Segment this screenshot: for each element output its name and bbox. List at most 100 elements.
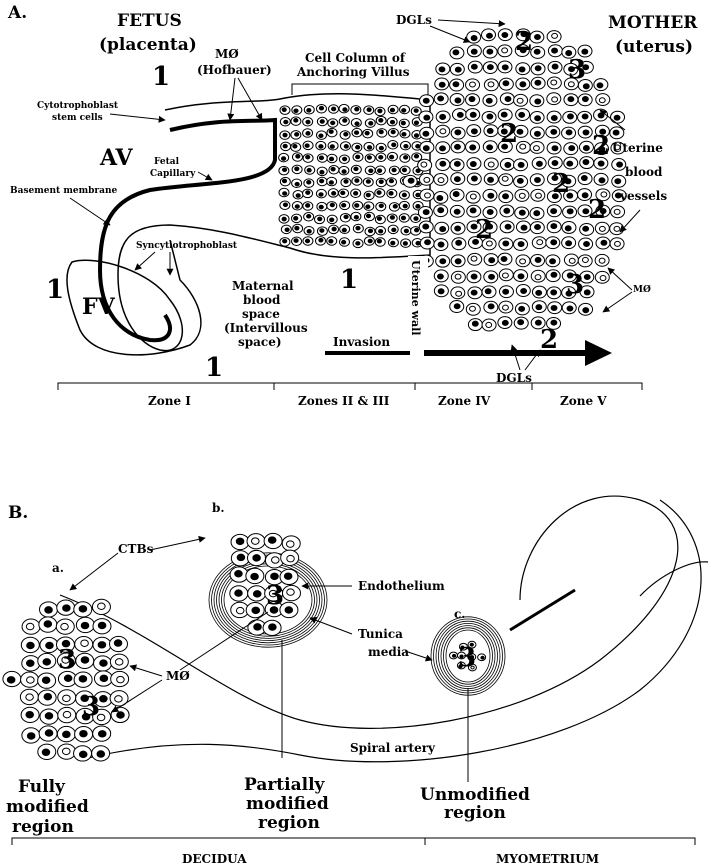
mo-small-arrow-1 — [607, 267, 633, 291]
cell-nucleus — [354, 203, 360, 208]
uterine-wall-label: Uterine wall — [409, 260, 422, 335]
cell-nucleus — [318, 144, 324, 149]
cell-nucleus — [437, 177, 445, 184]
zone-1-label: Zone I — [148, 394, 191, 408]
uterine-wall-box — [408, 256, 428, 356]
cell-nucleus — [436, 273, 444, 280]
cell-nucleus — [599, 275, 607, 282]
cell-nucleus — [550, 271, 558, 278]
ctbs-arrow-2 — [69, 552, 119, 591]
placenta-title: (placenta) — [99, 35, 197, 55]
cell-nucleus — [534, 65, 542, 72]
label-2-e: 2 — [592, 131, 610, 161]
cell-nucleus — [330, 166, 336, 172]
cell-nucleus — [470, 289, 478, 296]
endothelium-label: Endothelium — [358, 579, 445, 593]
cell-nucleus — [62, 604, 71, 612]
dgls-label-bottom: DGLs — [496, 371, 532, 385]
cell-nucleus — [43, 620, 53, 628]
cell-nucleus — [485, 240, 493, 247]
cell-nucleus — [331, 226, 337, 232]
partial-label-3: region — [258, 813, 320, 833]
cell-nucleus — [283, 572, 293, 580]
cell-nucleus — [114, 658, 124, 666]
cell-nucleus — [535, 192, 542, 199]
cell-nucleus — [282, 202, 289, 208]
cell-nucleus — [378, 203, 384, 209]
cell-nucleus — [304, 143, 310, 148]
cell-nucleus — [469, 81, 476, 88]
cell-nucleus — [549, 258, 556, 265]
cell-nucleus — [501, 272, 509, 279]
cell-column-label-2: Anchoring Villus — [296, 65, 410, 79]
basement-membrane-label: Basement membrane — [10, 186, 117, 196]
mo-b-label: MØ — [166, 669, 190, 683]
cell-nucleus — [536, 239, 544, 246]
cell-nucleus — [6, 676, 16, 684]
cell-nucleus — [420, 161, 428, 168]
cell-nucleus — [41, 676, 51, 684]
cell-nucleus — [293, 118, 299, 123]
cell-nucleus — [305, 203, 311, 208]
cell-nucleus — [459, 654, 464, 659]
cell-nucleus — [550, 223, 558, 230]
cell-nucleus — [471, 320, 479, 327]
cell-nucleus — [598, 177, 606, 184]
cell-nucleus — [61, 639, 71, 648]
cell-nucleus — [551, 63, 559, 70]
cell-nucleus — [376, 190, 382, 195]
panel-b: B. 3 3 3 3 a. b. c. CTBs Endothelium Tun… — [2, 495, 709, 866]
cell-nucleus — [550, 208, 558, 215]
cell-nucleus — [487, 161, 495, 168]
cell-nucleus — [613, 225, 621, 232]
cell-nucleus — [62, 710, 72, 719]
cell-nucleus — [518, 111, 526, 118]
cell-nucleus — [469, 642, 474, 647]
cell-nucleus — [44, 712, 54, 720]
cell-nucleus — [437, 288, 445, 295]
cell-nucleus — [366, 155, 372, 160]
cell-nucleus — [269, 606, 279, 614]
cell-nucleus — [365, 192, 371, 198]
mo-b-arrow-2 — [111, 679, 163, 713]
cell-nucleus — [534, 319, 542, 326]
cell-nucleus — [454, 273, 462, 280]
mother-title: MOTHER — [608, 13, 698, 33]
partial-label-1: Partially — [244, 775, 326, 795]
cell-nucleus — [414, 227, 420, 233]
cell-nucleus — [99, 674, 109, 683]
cell-nucleus — [519, 47, 527, 54]
cell-nucleus — [534, 33, 541, 40]
unmod-label-1: Unmodified — [420, 785, 530, 805]
cell-cluster-bb — [229, 532, 301, 636]
cell-nucleus — [454, 258, 462, 265]
cell-nucleus — [294, 204, 300, 209]
cell-nucleus — [500, 255, 508, 262]
cell-nucleus — [389, 154, 395, 160]
cell-nucleus — [234, 589, 243, 597]
label-2-c: 2 — [475, 215, 493, 245]
cell-nucleus — [470, 128, 478, 135]
cell-nucleus — [365, 179, 371, 184]
cell-nucleus — [535, 304, 543, 311]
cell-nucleus — [469, 144, 477, 151]
cell-nucleus — [470, 63, 478, 70]
cell-nucleus — [452, 81, 460, 88]
cell-nucleus — [305, 131, 311, 136]
cell-nucleus — [343, 144, 349, 149]
invasion-arrow — [424, 340, 612, 366]
cell-nucleus — [319, 119, 325, 124]
cell-nucleus — [517, 241, 525, 248]
cell-nucleus — [453, 176, 461, 183]
cell-nucleus — [534, 98, 542, 105]
cell-nucleus — [306, 107, 312, 113]
cell-nucleus — [565, 290, 573, 297]
cell-nucleus — [598, 146, 606, 153]
fetus-title: FETUS — [117, 11, 182, 31]
cell-nucleus — [468, 96, 476, 103]
cell-nucleus — [389, 107, 396, 113]
cell-nucleus — [286, 588, 295, 596]
cell-nucleus — [286, 554, 295, 563]
basement-arrow — [69, 197, 111, 226]
tunica-ring — [445, 629, 491, 683]
